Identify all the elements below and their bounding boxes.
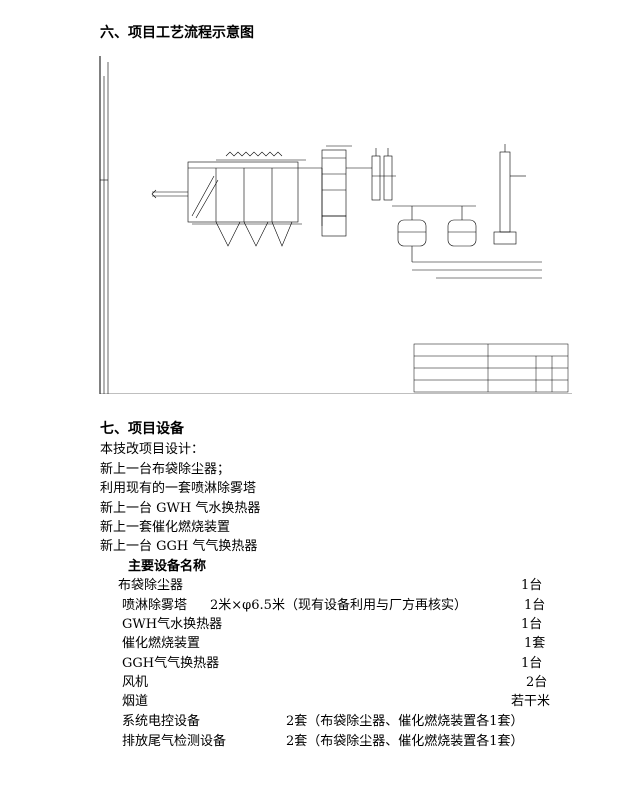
equipment-qty: 1台	[524, 598, 546, 613]
equipment-qty: 2台	[526, 675, 548, 690]
equipment-qty: 若干米	[511, 694, 551, 709]
equipment-name: 烟道	[122, 694, 149, 709]
equipment-name: 催化燃烧装置	[122, 636, 201, 651]
equipment-name: 排放尾气检测设备	[122, 734, 227, 749]
equipment-name: GGH气气换热器	[122, 656, 220, 671]
item-line: 新上一台 GWH 气水换热器	[100, 501, 261, 516]
item-line: 新上一台 GGH 气气换热器	[100, 539, 258, 554]
equipment-name: 系统电控设备	[122, 714, 201, 729]
equipment-name: 布袋除尘器	[118, 578, 184, 593]
intro-text: 本技改项目设计：	[100, 442, 205, 457]
equipment-qty: 2套（布袋除尘器、催化燃烧装置各1套）	[286, 734, 524, 749]
equipment-qty: 2套（布袋除尘器、催化燃烧装置各1套）	[286, 714, 524, 729]
equipment-name: 喷淋除雾塔	[122, 598, 188, 613]
equipment-qty: 1套	[524, 636, 546, 651]
equipment-qty: 1台	[521, 578, 543, 593]
section7-title: 七、项目设备	[100, 421, 184, 437]
equipment-name: 风机	[122, 675, 149, 690]
equipment-qty: 1台	[521, 656, 543, 671]
equipment-header: 主要设备名称	[128, 559, 207, 574]
item-line: 新上一套催化燃烧装置	[100, 520, 231, 535]
equipment-spec: 2米×φ6.5米（现有设备利用与厂方再核实）	[210, 598, 467, 613]
section6-title: 六、项目工艺流程示意图	[100, 25, 254, 41]
equipment-name: GWH气水换热器	[122, 617, 223, 632]
equipment-qty: 1台	[521, 617, 543, 632]
item-line: 利用现有的一套喷淋除雾塔	[100, 481, 257, 496]
process-flow-diagram	[97, 56, 573, 394]
item-line: 新上一台布袋除尘器；	[100, 462, 231, 477]
